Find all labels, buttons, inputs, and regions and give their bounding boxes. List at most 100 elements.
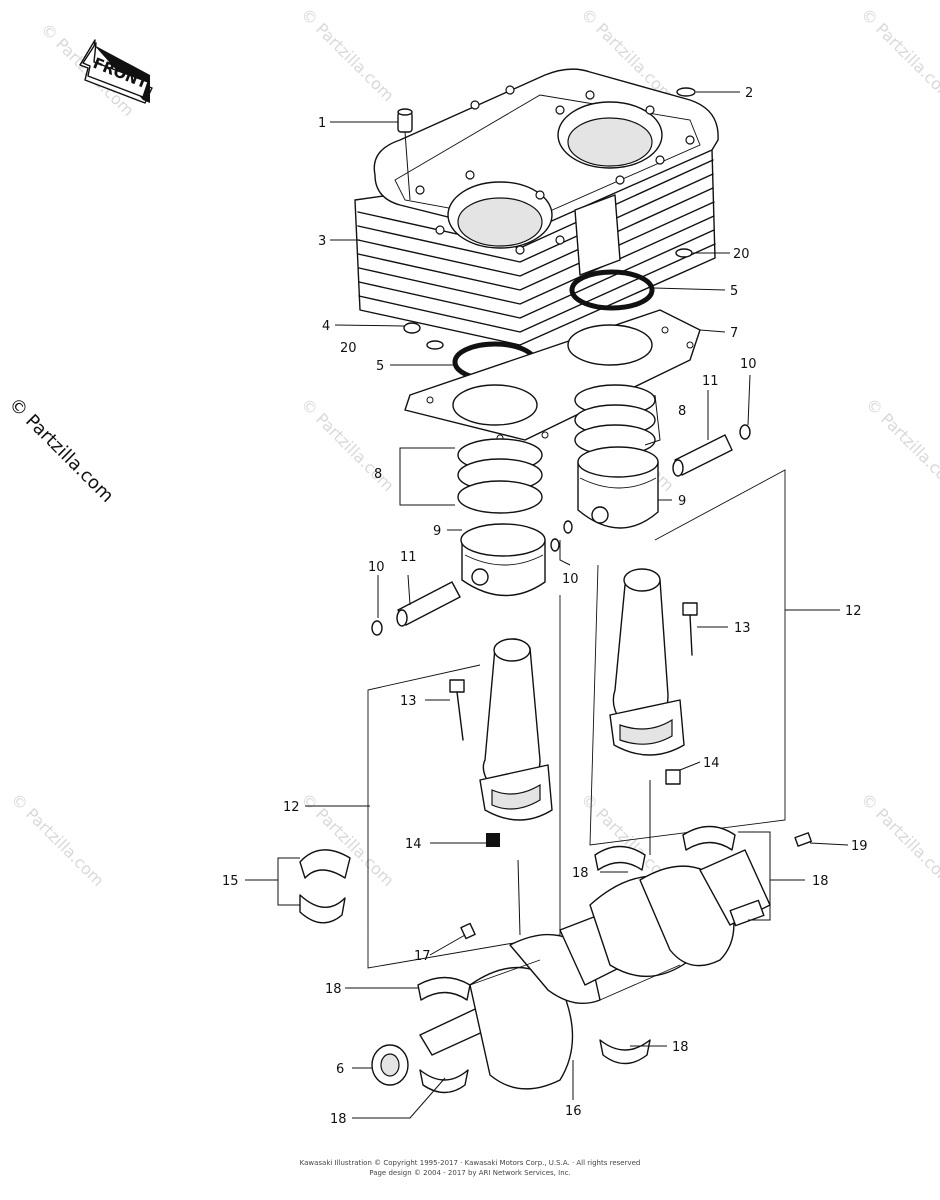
callout-labels: 1 2 3 20 5 4 7 20 5 10 11 8 8 9 9 10 10 … [222, 86, 868, 1127]
wrist-pin-end [396, 609, 408, 627]
crank-tail [729, 899, 765, 927]
bolt-head-icon [449, 679, 465, 693]
fin [358, 243, 716, 333]
part-18-main-bearing-icon [419, 1069, 469, 1094]
part-18-main-bearing-icon [594, 845, 646, 871]
fin [358, 215, 715, 305]
bearing-shell-icon [299, 849, 351, 879]
part-10-circlip-center-a [550, 538, 560, 552]
oil-seal-center [380, 1053, 400, 1077]
callout-4: 4 [322, 319, 330, 334]
deck-bolt-holes [415, 85, 695, 255]
piston-pin-boss [591, 506, 609, 524]
right-piston-assembly [574, 384, 751, 529]
part-10-circlip-left [371, 620, 383, 636]
rod-cap-bearing [619, 718, 673, 745]
part-7-base-gasket [404, 309, 701, 442]
part-13-rod-bolt-left [449, 679, 465, 741]
leader-lines [245, 91, 849, 1119]
bolt-shank [456, 691, 464, 741]
watermark: © Partzilla.com [297, 789, 398, 890]
callout-14: 14 [703, 756, 720, 771]
callout-18: 18 [812, 874, 829, 889]
callout-5: 5 [730, 284, 738, 299]
piston-groove [464, 554, 544, 566]
callout-7: 7 [730, 326, 738, 341]
callout-10: 10 [562, 572, 579, 587]
crank-web-1 [469, 966, 574, 1090]
watermark: © Partzilla.com [297, 4, 398, 105]
crank-detail [469, 959, 541, 986]
rod-shank-icon [612, 572, 669, 726]
piston-crown [577, 446, 659, 478]
callout-9: 9 [678, 494, 686, 509]
callout-10: 10 [740, 357, 757, 372]
bore-inner-left [457, 197, 543, 247]
callout-6: 6 [336, 1062, 344, 1077]
front-direction-tag: FRONT [79, 39, 153, 104]
rod-cap-bearing [491, 783, 541, 810]
piston-ring [457, 480, 543, 514]
callout-20: 20 [340, 341, 357, 356]
callout-12: 12 [845, 604, 862, 619]
callout-19: 19 [851, 839, 868, 854]
callout-9: 9 [433, 524, 441, 539]
piston-pin-boss [471, 568, 489, 586]
watermark: © Partzilla.com [7, 789, 108, 890]
part-12-bracket-right [589, 469, 786, 846]
part-20-oring-icon [675, 248, 693, 258]
part-14-nut-left-icon [486, 833, 500, 847]
fin [357, 201, 715, 291]
fin [358, 229, 715, 319]
callout-15: 15 [222, 874, 239, 889]
callout-18: 18 [672, 1040, 689, 1055]
callout-20: 20 [733, 247, 750, 262]
part-2-oring-icon [676, 87, 696, 97]
watermark: © Partzilla.com [297, 394, 398, 495]
part-10-circlip-right [739, 424, 751, 440]
part-5-cylinder-oring-right [569, 269, 655, 311]
left-connecting-rod [479, 638, 553, 821]
bracket-line [367, 595, 561, 969]
cylinder-block [354, 68, 719, 346]
part-18-main-bearing-icon [599, 1039, 651, 1065]
front-arrow-face [82, 42, 149, 98]
callout-18: 18 [325, 982, 342, 997]
callout-2: 2 [745, 86, 753, 101]
part-14-nut-right-icon [665, 769, 681, 785]
rod-small-end [623, 568, 661, 592]
callout-5: 5 [376, 359, 384, 374]
callout-13: 13 [734, 621, 751, 636]
part-12-bracket-left [367, 595, 561, 969]
part-10-circlip-center-b [563, 520, 573, 534]
callout-8: 8 [678, 404, 686, 419]
bolt-shank [689, 614, 693, 656]
gasket-hole-right [567, 324, 653, 366]
watermark: © Partzilla.com [857, 4, 940, 105]
bolt-head-icon [682, 602, 698, 616]
wrist-pin-end [672, 459, 684, 477]
callout-14: 14 [405, 837, 422, 852]
callout-11: 11 [400, 550, 417, 565]
watermark: © Partzilla.com [862, 394, 940, 495]
footer-line-2: Page design © 2004 - 2017 by ARI Network… [369, 1169, 570, 1177]
callout-12: 12 [283, 800, 300, 815]
part-16-crankshaft [419, 849, 771, 1090]
side-watermark: © Partzilla.com [4, 394, 117, 507]
callout-17: 17 [414, 949, 431, 964]
deck-outline [394, 94, 701, 223]
right-connecting-rod [609, 568, 685, 756]
callout-18: 18 [330, 1112, 347, 1127]
callout-1: 1 [318, 116, 326, 131]
part-20-oring-left-icon [426, 340, 444, 350]
callout-10: 10 [368, 560, 385, 575]
piston-crown [460, 523, 546, 557]
bore-inner-right [567, 117, 653, 167]
callout-13: 13 [400, 694, 417, 709]
callout-18: 18 [572, 866, 589, 881]
callout-3: 3 [318, 234, 326, 249]
dowel-pin-top [397, 108, 413, 116]
fin [357, 173, 714, 263]
callout-11: 11 [702, 374, 719, 389]
